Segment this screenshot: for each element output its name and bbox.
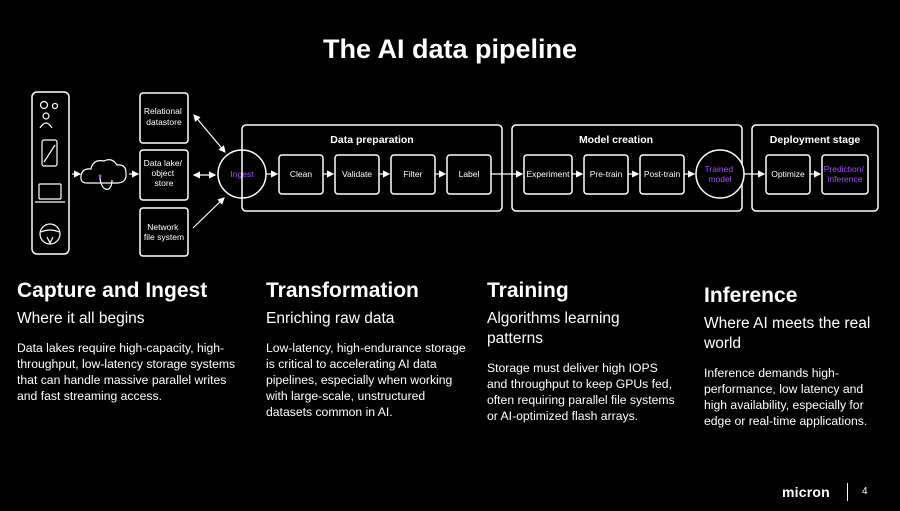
- svg-text:Experiment: Experiment: [527, 169, 571, 179]
- people-icon: [39, 100, 59, 129]
- source-datalake: Data lake/ object store: [139, 149, 189, 201]
- svg-text:Validate: Validate: [342, 169, 372, 179]
- page-title: The AI data pipeline: [322, 34, 578, 64]
- group-deployment: Deployment stage Optimize Prediction/ in…: [751, 124, 879, 212]
- footer-divider: [847, 483, 848, 501]
- column-body: Inference demands high-performance, low …: [704, 366, 868, 429]
- trained-model-node: Trained model: [695, 149, 745, 199]
- page-number: 4: [862, 486, 868, 497]
- svg-text:Clean: Clean: [290, 169, 312, 179]
- column-training: Training Algorithms learning patterns St…: [487, 278, 677, 425]
- column-subheading: Enriching raw data: [266, 310, 395, 328]
- column-body: Storage must deliver high IOPS and throu…: [487, 361, 675, 424]
- step-prediction: [821, 154, 869, 195]
- pipeline-diagram: Relational datastore Data lake/ object s…: [31, 91, 879, 257]
- column-subheading: Where it all begins: [17, 310, 145, 328]
- column-body: Low-latency, high-endurance storage is c…: [266, 341, 466, 419]
- svg-text:Relational datastore: Relational datastore: [144, 106, 184, 127]
- column-capture: Capture and Ingest Where it all begins D…: [17, 278, 242, 405]
- svg-text:Label: Label: [459, 169, 480, 179]
- svg-text:Optimize: Optimize: [771, 169, 805, 179]
- column-subheading: Where AI meets the real world: [704, 315, 871, 353]
- svg-text:Model creation: Model creation: [579, 134, 653, 146]
- steering-wheel-icon: [39, 223, 61, 245]
- devices-panel: [31, 91, 70, 255]
- column-heading: Training: [487, 279, 569, 302]
- arrow-relational-ingest: [193, 114, 226, 153]
- svg-text:Pre-train: Pre-train: [590, 169, 623, 179]
- column-heading: Inference: [704, 284, 798, 307]
- micron-logo: micron: [782, 484, 830, 500]
- group-model-creation: Model creation Experiment Pre-train Post…: [511, 124, 743, 212]
- column-inference: Inference Where AI meets the real world …: [704, 283, 889, 430]
- group-data-preparation: Data preparation Clean Validate Filter L…: [241, 124, 503, 212]
- source-relational: Relational datastore: [139, 92, 189, 144]
- svg-text:Filter: Filter: [404, 169, 423, 179]
- svg-text:Prediction/ inference: Prediction/ inference: [824, 164, 867, 184]
- laptop-icon: [35, 183, 65, 203]
- svg-text:Data lake/ object: Data lake/ object store: [144, 158, 185, 188]
- source-network: Network file system: [139, 207, 189, 257]
- phone-icon: [41, 139, 58, 167]
- svg-text:Network file system: Network file system: [144, 222, 184, 242]
- svg-text:Trained model: Trained model: [705, 164, 736, 184]
- arrow-network-ingest: [192, 197, 225, 229]
- svg-text:Post-train: Post-train: [644, 169, 681, 179]
- svg-text:Data preparation: Data preparation: [330, 134, 413, 146]
- column-body: Data lakes require high-capacity, high-t…: [17, 341, 236, 403]
- cloud-icon: [80, 159, 127, 190]
- column-heading: Capture and Ingest: [17, 279, 208, 302]
- column-transformation: Transformation Enriching raw data Low-la…: [266, 278, 466, 421]
- svg-text:Deployment stage: Deployment stage: [770, 134, 861, 146]
- column-heading: Transformation: [266, 279, 419, 302]
- column-subheading: Algorithms learning patterns: [487, 310, 620, 348]
